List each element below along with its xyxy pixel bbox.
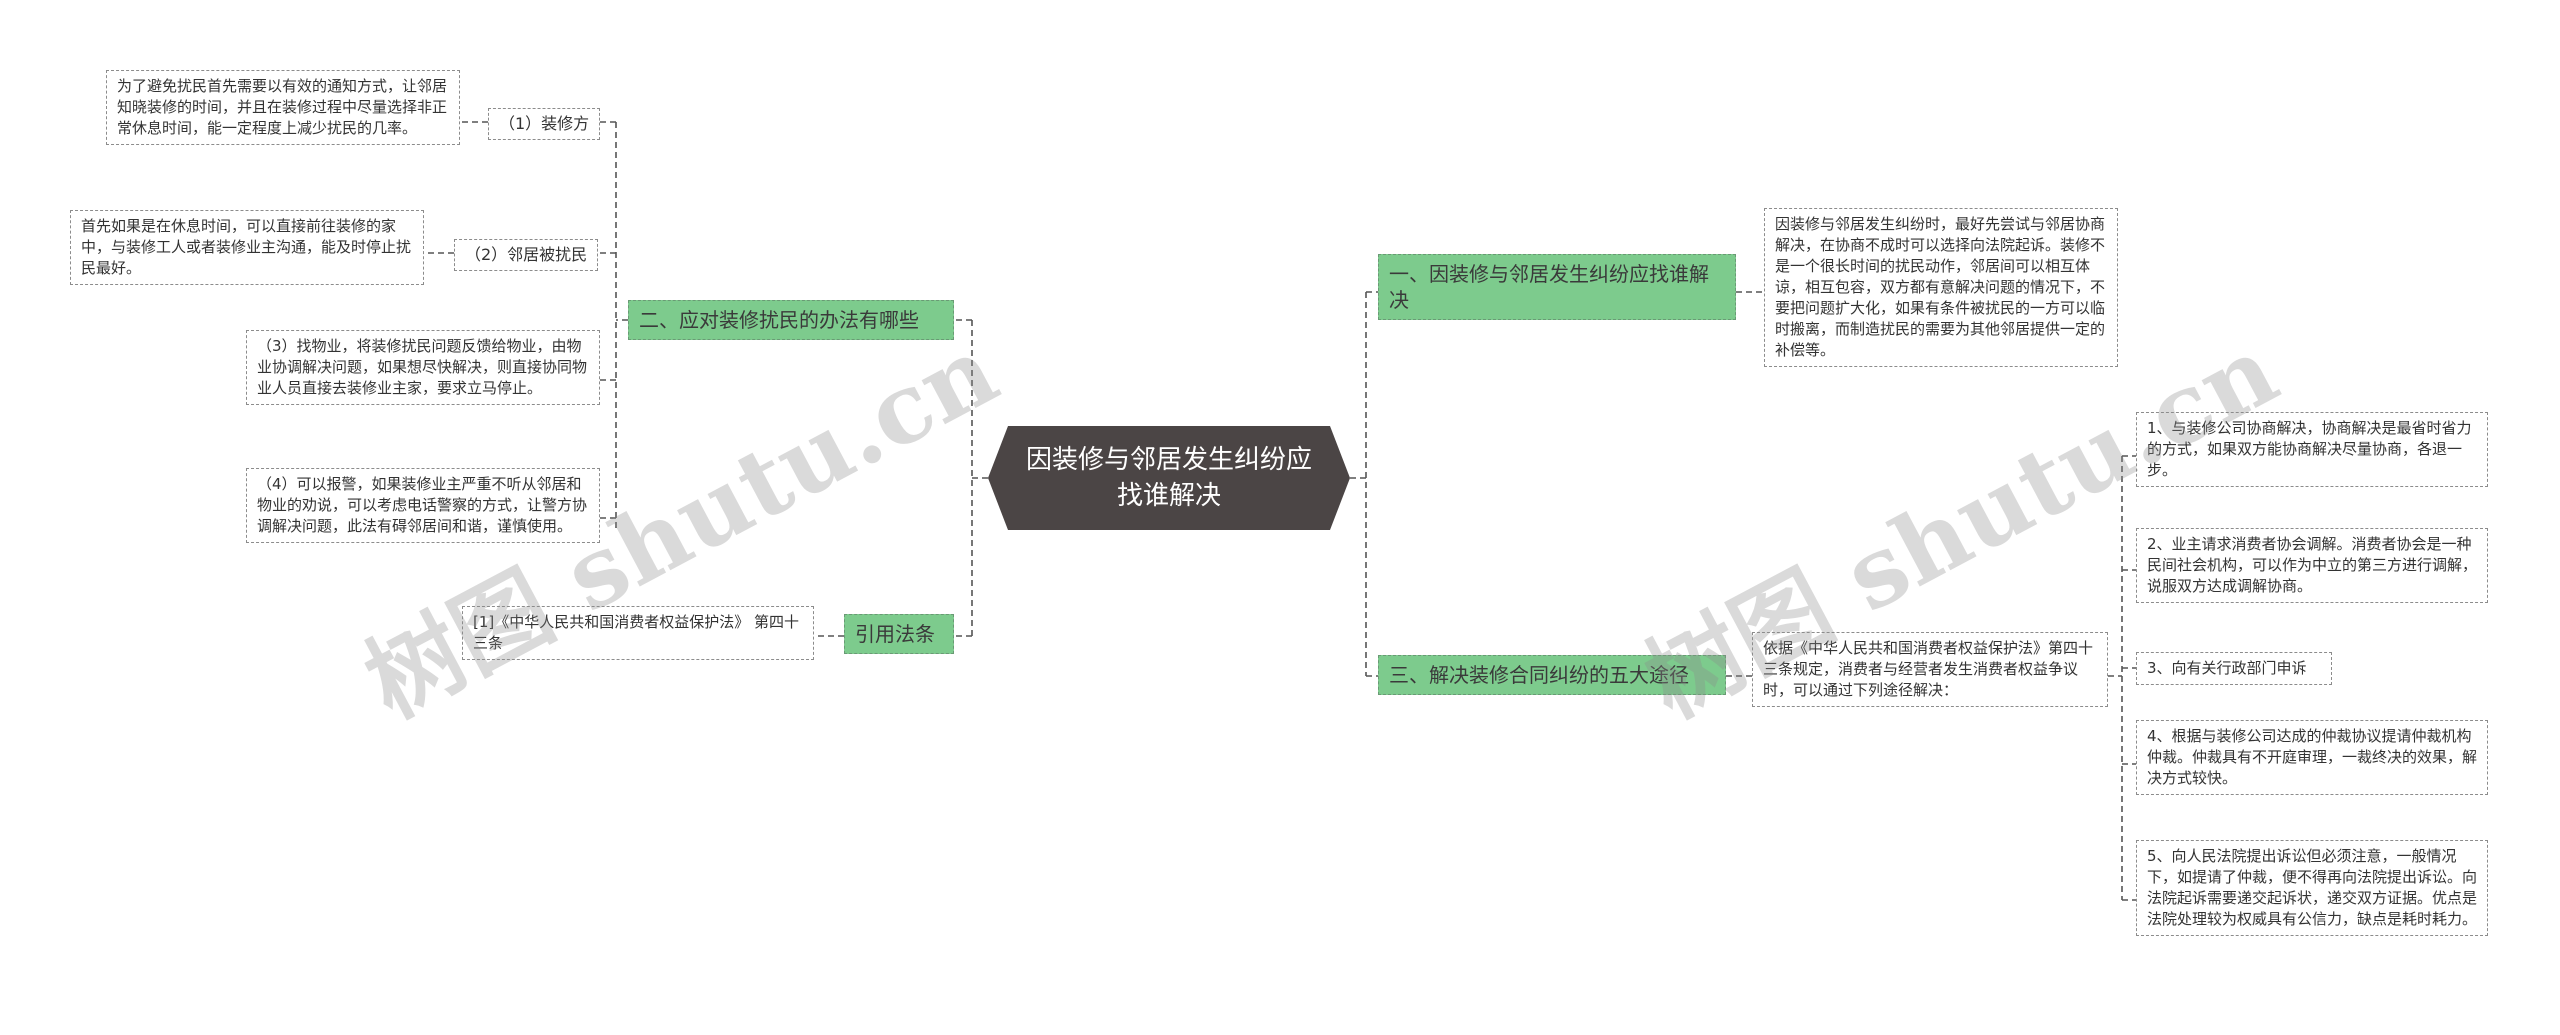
list-item-content: 3、向有关行政部门申诉 [2147, 659, 2307, 677]
list-item-content: 5、向人民法院提出诉讼但必须注意，一般情况下，如提请了仲裁，便不得再向法院提出诉… [2147, 847, 2478, 928]
list-item[interactable]: 4、根据与装修公司达成的仲裁协议提请仲裁机构仲裁。仲裁具有不开庭审理，一裁终决的… [2136, 720, 2488, 795]
list-item-content: 1、与装修公司协商解决，协商解决是最省时省力的方式，如果双方能协商解决尽量协商，… [2147, 419, 2472, 479]
sub-topic-neighbor-label: （2）邻居被扰民 [465, 245, 588, 264]
leaf-call-police[interactable]: （4）可以报警，如果装修业主严重不听从邻居和物业的劝说，可以考虑电话警察的方式，… [246, 468, 600, 543]
leaf-decorator-text-content: 为了避免扰民首先需要以有效的通知方式，让邻居知晓装修的时间，并且在装修过程中尽量… [117, 77, 448, 137]
leaf-property-management-content: （3）找物业，将装修扰民问题反馈给物业，由物业协调解决问题，如果想尽快解决，则直… [257, 337, 588, 397]
branch-who-resolves[interactable]: 一、因装修与邻居发生纠纷应找谁解决 [1378, 254, 1736, 320]
leaf-five-ways-intro-content: 依据《中华人民共和国消费者权益保护法》第四十三条规定，消费者与经营者发生消费者权… [1763, 639, 2094, 699]
leaf-cited-law-content: [1]《中华人民共和国消费者权益保护法》 第四十三条 [473, 613, 800, 652]
list-item-content: 2、业主请求消费者协会调解。消费者协会是一种民间社会机构，可以作为中立的第三方进… [2147, 535, 2478, 595]
branch-who-resolves-label: 一、因装修与邻居发生纠纷应找谁解决 [1389, 262, 1709, 312]
sub-topic-decorator-label: （1）装修方 [499, 114, 590, 133]
list-item[interactable]: 3、向有关行政部门申诉 [2136, 652, 2332, 685]
branch-coping-methods-label: 二、应对装修扰民的办法有哪些 [639, 308, 919, 332]
leaf-who-resolves-content: 因装修与邻居发生纠纷时，最好先尝试与邻居协商解决，在协商不成时可以选择向法院起诉… [1775, 215, 2106, 359]
leaf-cited-law-text[interactable]: [1]《中华人民共和国消费者权益保护法》 第四十三条 [462, 606, 814, 660]
branch-coping-methods[interactable]: 二、应对装修扰民的办法有哪些 [628, 300, 954, 340]
branch-cited-law-label: 引用法条 [855, 622, 935, 646]
root-topic-label: 因装修与邻居发生纠纷应找谁解决 [1025, 445, 1312, 511]
branch-five-ways-label: 三、解决装修合同纠纷的五大途径 [1389, 663, 1689, 687]
leaf-neighbor-text-content: 首先如果是在休息时间，可以直接前往装修的家中，与装修工人或者装修业主沟通，能及时… [81, 217, 412, 277]
list-item[interactable]: 2、业主请求消费者协会调解。消费者协会是一种民间社会机构，可以作为中立的第三方进… [2136, 528, 2488, 603]
leaf-property-management[interactable]: （3）找物业，将装修扰民问题反馈给物业，由物业协调解决问题，如果想尽快解决，则直… [246, 330, 600, 405]
leaf-who-resolves-text[interactable]: 因装修与邻居发生纠纷时，最好先尝试与邻居协商解决，在协商不成时可以选择向法院起诉… [1764, 208, 2118, 367]
branch-cited-law[interactable]: 引用法条 [844, 614, 954, 654]
branch-five-ways[interactable]: 三、解决装修合同纠纷的五大途径 [1378, 655, 1726, 695]
leaf-call-police-content: （4）可以报警，如果装修业主严重不听从邻居和物业的劝说，可以考虑电话警察的方式，… [257, 475, 588, 535]
list-item[interactable]: 1、与装修公司协商解决，协商解决是最省时省力的方式，如果双方能协商解决尽量协商，… [2136, 412, 2488, 487]
sub-topic-decorator[interactable]: （1）装修方 [488, 108, 601, 140]
list-item-content: 4、根据与装修公司达成的仲裁协议提请仲裁机构仲裁。仲裁具有不开庭审理，一裁终决的… [2147, 727, 2478, 787]
root-topic[interactable]: 因装修与邻居发生纠纷应找谁解决 [988, 426, 1350, 530]
leaf-five-ways-intro[interactable]: 依据《中华人民共和国消费者权益保护法》第四十三条规定，消费者与经营者发生消费者权… [1752, 632, 2108, 707]
list-item[interactable]: 5、向人民法院提出诉讼但必须注意，一般情况下，如提请了仲裁，便不得再向法院提出诉… [2136, 840, 2488, 936]
leaf-neighbor-text[interactable]: 首先如果是在休息时间，可以直接前往装修的家中，与装修工人或者装修业主沟通，能及时… [70, 210, 424, 285]
leaf-decorator-text[interactable]: 为了避免扰民首先需要以有效的通知方式，让邻居知晓装修的时间，并且在装修过程中尽量… [106, 70, 460, 145]
sub-topic-neighbor[interactable]: （2）邻居被扰民 [454, 239, 599, 271]
